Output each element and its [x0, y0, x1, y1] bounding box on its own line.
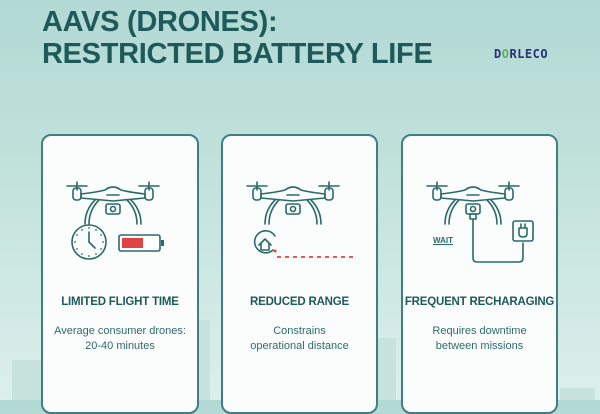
drone-icon: [246, 181, 340, 225]
card-frequent-recharging: WAIT FREQUENT RECHARAGING Requires downt…: [401, 134, 558, 414]
drone-icon: [426, 181, 520, 225]
page-title: AAVS (DRONES): RESTRICTED BATTERY LIFE: [42, 6, 433, 70]
card-title: FREQUENT RECHARAGING: [404, 296, 555, 308]
card-description: Average consumer drones: 20-40 minutes: [54, 325, 186, 352]
title-line-2: RESTRICTED BATTERY LIFE: [42, 38, 433, 70]
card-reduced-range: REDUCED RANGE Constrains operational dis…: [221, 134, 378, 414]
range-dashed-line: [273, 249, 353, 258]
drone-icon: [66, 181, 160, 225]
card-title: REDUCED RANGE: [250, 296, 349, 308]
background-building: [12, 360, 42, 400]
background-building: [560, 388, 595, 400]
battery-low-icon: [118, 234, 164, 252]
card-limited-flight-time: LIMITED FLIGHT TIME Average consumer dro…: [41, 134, 199, 414]
card-title: LIMITED FLIGHT TIME: [61, 296, 179, 308]
clock-icon: [71, 224, 107, 260]
background-building: [378, 338, 396, 400]
dorleco-logo: DORLECO: [494, 47, 549, 61]
background-building: [198, 320, 210, 400]
power-plug-icon: [469, 213, 534, 263]
card-description: Constrains operational distance: [250, 325, 349, 352]
card-description: Requires downtime between missions: [432, 325, 527, 352]
title-line-1: AAVS (DRONES):: [42, 6, 278, 38]
wait-label: WAIT: [433, 236, 453, 245]
home-icon: [253, 230, 276, 254]
